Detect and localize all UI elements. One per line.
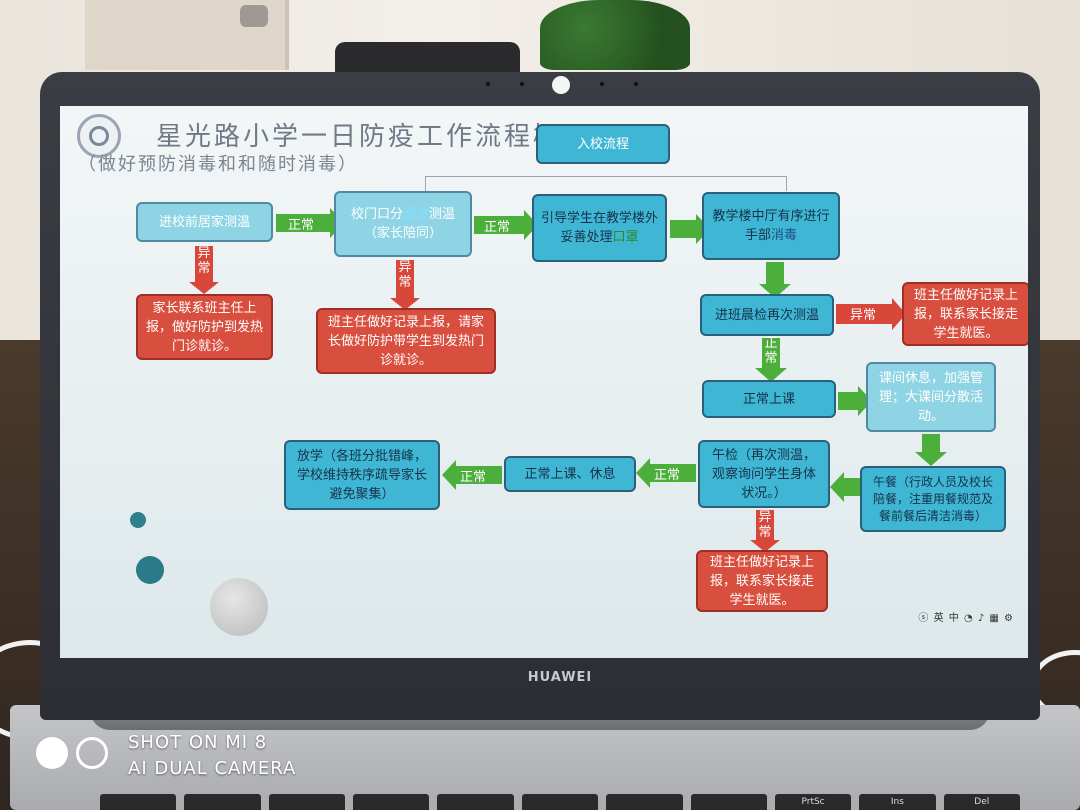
label-normal-5: 正常 (764, 336, 778, 366)
guide-box: 引导学生在教学楼外妥善处理口罩 (532, 194, 667, 262)
keyboard-row: PrtSc Ins Del (100, 794, 1020, 810)
key[interactable] (437, 794, 514, 810)
abnormal-class-box: 班主任做好记录上报，联系家长接走学生就医。 (902, 282, 1028, 346)
label-abnormal-1: 异常 (197, 246, 211, 276)
key[interactable] (100, 794, 177, 810)
abnormal-noon-label: 班主任做好记录上报，联系家长接走学生就医。 (709, 554, 814, 608)
label-abnormal-10: 异常 (758, 510, 772, 540)
decor-circle (136, 556, 164, 584)
slide-title: 星光路小学一日防疫工作流程概 (156, 122, 563, 152)
dismiss-label: 放学（各班分批错峰，学校维持秩序疏导家长避免聚集） (296, 448, 427, 502)
key[interactable] (521, 794, 599, 810)
hall-box: 教学楼中厅有序进行手部消毒 (702, 192, 840, 260)
gate-temp-box: 校门口分通道测温（家长陪同） (334, 191, 472, 257)
dismiss-box: 放学（各班分批错峰，学校维持秩序疏导家长避免聚集） (284, 440, 440, 510)
noon-check-label: 午检（再次测温，观察询问学生身体状况。） (711, 447, 816, 501)
guide-text: 引导学生在教学楼外妥善处理 (540, 211, 658, 245)
arrow-normal-9 (636, 458, 696, 488)
abnormal-gate-box: 班主任做好记录上报，请家长做好防护带学生到发热门诊就诊。 (316, 308, 496, 374)
home-temp-label: 进校前居家测温 (158, 214, 250, 230)
key[interactable] (184, 794, 261, 810)
abnormal-home-box: 家长联系班主任上报，做好防护到发热门诊就诊。 (136, 294, 273, 360)
label-normal-1: 正常 (288, 218, 315, 233)
normal-class-box: 正常上课 (702, 380, 836, 418)
break-label: 课间休息，加强管理；大课间分散活动。 (878, 370, 983, 424)
decor-circle (210, 578, 268, 636)
arrow-down-4 (759, 262, 791, 298)
sensor-dot (600, 82, 604, 86)
sensor-dot (486, 82, 490, 86)
break-box: 课间休息，加强管理；大课间分散活动。 (866, 362, 996, 432)
afternoon-label: 正常上课、休息 (524, 466, 616, 482)
arrow-6 (838, 386, 872, 416)
arrow-abnormal-10 (750, 510, 780, 552)
entry-bracket (425, 176, 787, 191)
gate-temp-text-a: 校门口分 (350, 207, 403, 222)
laptop-screen: 星光路小学一日防疫工作流程概 （做好预防消毒和和随时消毒） 入校流程 进校前居家… (60, 106, 1028, 658)
slide-subtitle: （做好预防消毒和和随时消毒） (78, 154, 358, 175)
door-handle (240, 5, 268, 27)
guide-label: 引导学生在教学楼外妥善处理口罩 (540, 209, 659, 247)
home-temp-box: 进校前居家测温 (136, 202, 273, 242)
gate-temp-label: 校门口分通道测温（家长陪同） (342, 205, 464, 243)
watermark-dot-icon (36, 737, 68, 769)
label-normal-2: 正常 (484, 220, 511, 235)
arrow-8 (830, 472, 860, 502)
decor-circle (130, 512, 146, 528)
lunch-box: 午餐（行政人员及校长陪餐，注重用餐规范及餐前餐后清洁消毒） (860, 466, 1006, 532)
noon-check-box: 午检（再次测温，观察询问学生身体状况。） (698, 440, 830, 508)
arrow-abnormal-2 (390, 260, 420, 310)
afternoon-box: 正常上课、休息 (504, 456, 636, 492)
arrow-normal-down-5 (755, 338, 787, 382)
label-normal-11: 正常 (460, 470, 487, 485)
entry-flow-box: 入校流程 (536, 124, 670, 164)
label-abnormal-3: 异常 (850, 308, 877, 323)
watermark-line-1: SHOT ON MI 8 (128, 732, 268, 753)
school-logo (77, 114, 121, 158)
chair-back (335, 42, 520, 72)
watermark-ring-icon (76, 737, 108, 769)
arrow-down-7 (915, 434, 947, 466)
key-prtsc[interactable]: PrtSc (774, 794, 852, 810)
system-tray[interactable]: ⓢ 英 中 ◔ ♪ ▦ ⚙ (918, 613, 1014, 624)
arrow-3 (670, 214, 710, 244)
abnormal-class-label: 班主任做好记录上报，联系家长接走学生就医。 (913, 287, 1018, 341)
normal-class-label: 正常上课 (742, 391, 795, 407)
gate-temp-text-b: 测温（家长陪同） (363, 207, 456, 241)
watermark-line-2: AI DUAL CAMERA (128, 758, 297, 779)
key-del[interactable]: Del (943, 794, 1020, 810)
webcam-icon (552, 76, 570, 94)
key[interactable] (353, 794, 430, 810)
lunch-label: 午餐（行政人员及校长陪餐，注重用餐规范及餐前餐后清洁消毒） (872, 474, 993, 523)
key[interactable] (268, 794, 346, 810)
guide-text-highlight: 口罩 (612, 230, 639, 245)
laptop-brand: HUAWEI (527, 670, 593, 685)
potted-plant (540, 0, 690, 70)
hall-text: 教学楼中厅有序进行手部 (712, 209, 830, 243)
gate-temp-text-highlight: 通道 (402, 207, 429, 222)
class-check-box: 进班晨检再次测温 (700, 294, 834, 336)
label-abnormal-2: 异常 (398, 260, 412, 290)
sensor-dot (520, 82, 524, 86)
hall-text-highlight: 消毒 (771, 228, 798, 243)
abnormal-noon-box: 班主任做好记录上报，联系家长接走学生就医。 (696, 550, 828, 612)
abnormal-gate-label: 班主任做好记录上报，请家长做好防护带学生到发热门诊就诊。 (327, 314, 484, 368)
entry-flow-label: 入校流程 (576, 136, 629, 152)
sensor-dot (634, 82, 638, 86)
key[interactable] (606, 794, 683, 810)
key-ins[interactable]: Ins (859, 794, 936, 810)
camera-watermark: SHOT ON MI 8 AI DUAL CAMERA (128, 730, 296, 782)
key[interactable] (690, 794, 767, 810)
label-normal-9: 正常 (654, 468, 681, 483)
arrow-normal-11 (442, 460, 502, 490)
arrow-abnormal-1 (189, 246, 219, 294)
class-check-label: 进班晨检再次测温 (714, 307, 819, 323)
hall-label: 教学楼中厅有序进行手部消毒 (710, 207, 832, 245)
abnormal-home-label: 家长联系班主任上报，做好防护到发热门诊就诊。 (145, 300, 263, 354)
